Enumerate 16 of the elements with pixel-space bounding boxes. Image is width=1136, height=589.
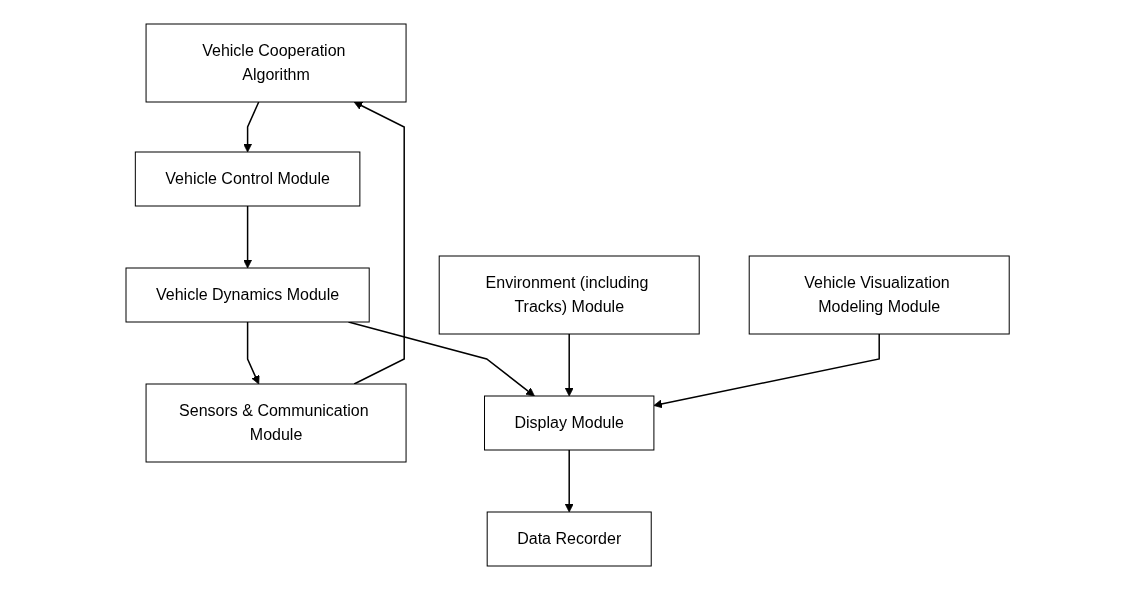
node-box: Vehicle Visualization Modeling Module xyxy=(749,255,1011,334)
arrow xyxy=(243,100,260,152)
node-box: Display Module xyxy=(484,395,655,450)
node-box: Vehicle Cooperation Algorithm xyxy=(145,23,407,102)
arrow xyxy=(353,101,406,385)
node-box: Environment (including Tracks) Module xyxy=(439,255,701,334)
arrow xyxy=(565,332,574,396)
arrow xyxy=(247,320,260,384)
node-box: Vehicle Control Module xyxy=(135,151,361,206)
node-box: Data Recorder xyxy=(487,511,653,566)
node-box: Vehicle Dynamics Module xyxy=(125,267,371,322)
arrow xyxy=(243,204,253,268)
arrow xyxy=(348,320,536,396)
node-box: Sensors & Communication Module xyxy=(145,383,407,462)
arrow xyxy=(653,332,881,408)
arrow xyxy=(565,448,574,512)
